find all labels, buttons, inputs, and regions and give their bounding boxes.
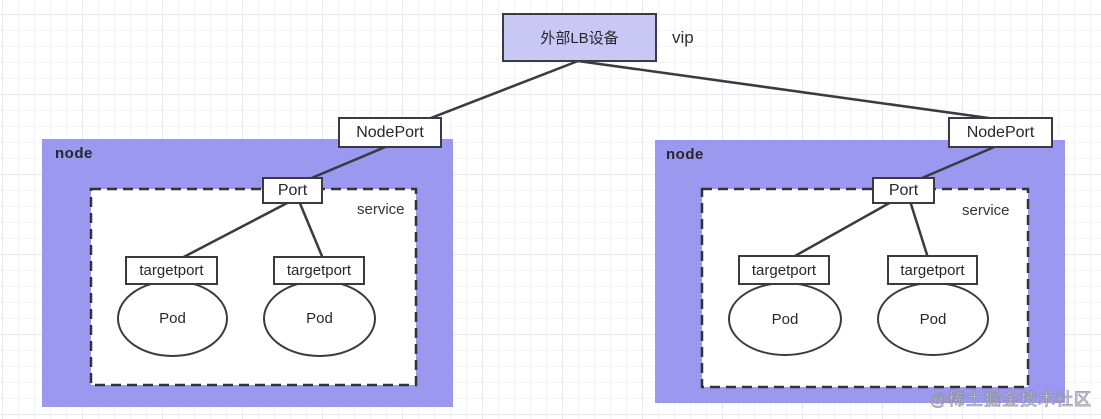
targetport-box: targetport <box>738 255 830 285</box>
watermark: @稀土掘金技术社区 <box>929 390 1092 410</box>
port-box-left: Port <box>262 177 323 204</box>
service-label-right: service <box>962 202 1010 219</box>
vip-label: vip <box>672 28 694 47</box>
connector-lb-to-nodeport-right <box>577 59 1011 123</box>
service-label-left: service <box>357 201 405 218</box>
pod-ellipse: Pod <box>728 282 842 356</box>
targetport-box: targetport <box>125 256 218 285</box>
port-box-right: Port <box>872 177 935 204</box>
pod-ellipse: Pod <box>877 282 989 356</box>
node-container-right <box>655 140 1065 403</box>
pod-ellipse: Pod <box>117 280 228 357</box>
pod-ellipse: Pod <box>263 280 376 357</box>
external-lb-box: 外部LB设备 <box>502 13 657 62</box>
nodeport-box-right: NodePort <box>948 117 1053 148</box>
node-label-right: node <box>666 146 704 163</box>
targetport-box: targetport <box>273 256 365 285</box>
node-label-left: node <box>55 145 93 162</box>
targetport-box: targetport <box>887 255 978 285</box>
node-container-left <box>42 139 453 407</box>
nodeport-box-left: NodePort <box>338 117 442 148</box>
